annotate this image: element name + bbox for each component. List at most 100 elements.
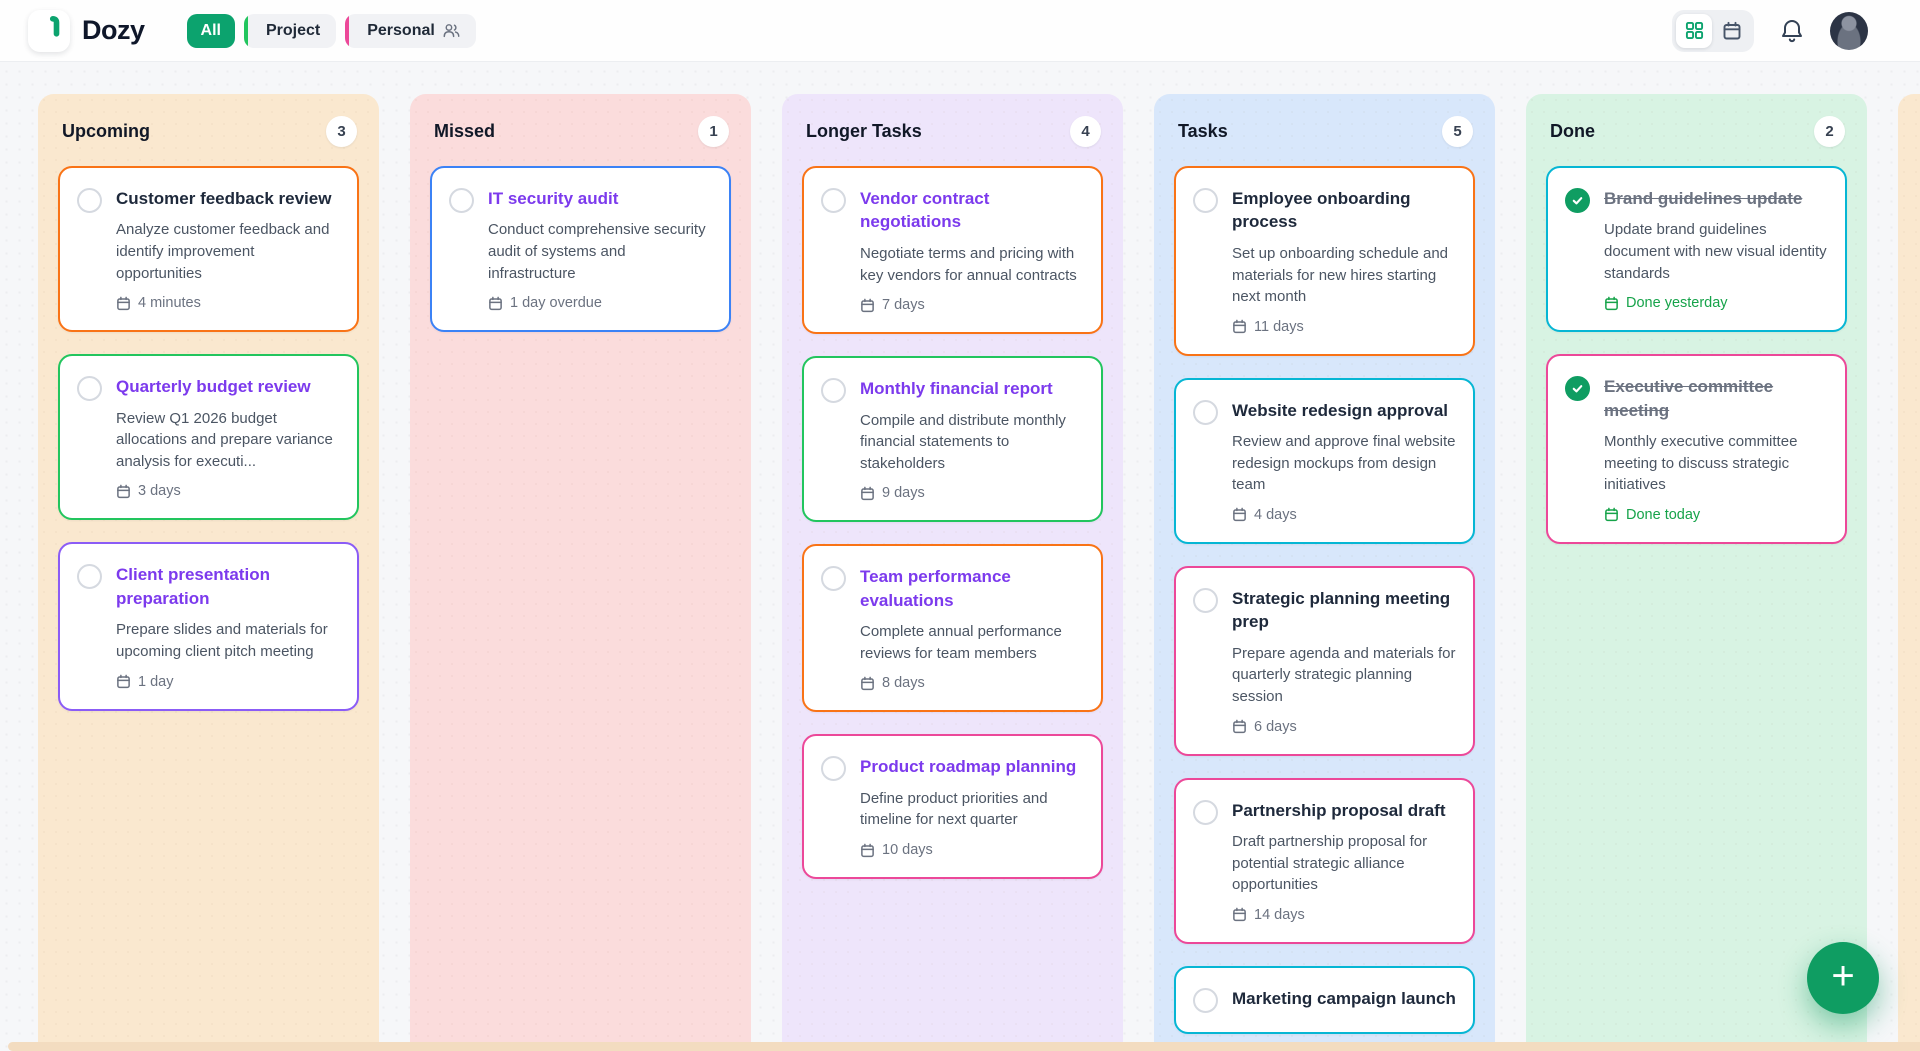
column-cards: IT security audit Conduct comprehensive … [430,166,731,333]
board-viewport: Upcoming 3 Customer feedback review Anal… [0,62,1920,1042]
task-title: Customer feedback review [116,189,332,208]
task-checkbox[interactable] [821,566,846,592]
task-card[interactable]: Brand guidelines update Update brand gui… [1546,166,1847,333]
column-header: Missed 1 [430,114,731,147]
column-count-badge: 4 [1070,116,1101,147]
personal-accent-bar [345,13,350,48]
task-card[interactable]: Strategic planning meeting prep Prepare … [1174,565,1475,756]
task-due-label: 1 day overdue [510,295,602,312]
column-title: Longer Tasks [806,121,922,141]
calendar-icon [1605,507,1618,522]
board-column-partial [1898,94,1920,1042]
tab-all[interactable]: All [186,13,235,48]
task-checkbox[interactable] [1193,188,1218,213]
task-due: 14 days [1232,907,1456,923]
task-card-body: Executive committee meeting Monthly exec… [1604,375,1828,523]
task-description: Negotiate terms and pricing with key ven… [860,244,1077,284]
horizontal-scrollbar[interactable] [8,1042,1920,1051]
task-card[interactable]: Product roadmap planning Define product … [802,734,1103,880]
task-due-label: 6 days [1254,718,1297,735]
task-checkbox[interactable] [77,376,102,402]
task-card-body: Monthly financial report Compile and dis… [860,377,1084,501]
task-checkbox[interactable] [821,756,846,782]
add-task-button[interactable]: + [1807,942,1879,1014]
task-card[interactable]: Executive committee meeting Monthly exec… [1546,354,1847,544]
task-due-label: 14 days [1254,906,1305,923]
task-card[interactable]: Employee onboarding process Set up onboa… [1174,166,1475,356]
task-card[interactable]: Customer feedback review Analyze custome… [58,166,359,333]
task-title: Brand guidelines update [1604,189,1803,208]
tab-project-label: Project [265,21,321,39]
task-card[interactable]: Client presentation preparation Prepare … [58,542,359,711]
task-due: 1 day [116,674,340,690]
task-due: 8 days [860,675,1084,691]
task-checkbox[interactable] [821,378,846,404]
task-due: 7 days [860,297,1084,313]
calendar-icon [861,676,874,690]
task-due-label: 7 days [882,297,925,314]
task-checkbox[interactable] [77,188,102,213]
task-due-label: 10 days [882,842,933,859]
task-checkbox[interactable] [1565,188,1590,213]
task-due-label: 4 minutes [138,295,201,312]
task-description: Prepare agenda and materials for quarter… [1232,644,1456,706]
task-due: 10 days [860,842,1084,858]
task-card[interactable]: Vendor contract negotiations Negotiate t… [802,166,1103,335]
task-due: Done yesterday [1604,295,1828,311]
task-due: 3 days [116,483,340,499]
task-card-body: Website redesign approval Review and app… [1232,399,1456,523]
check-icon [1572,197,1583,205]
column-count-badge: 5 [1442,116,1473,147]
task-title: Employee onboarding process [1232,189,1411,232]
calendar-icon [1233,507,1246,522]
task-card[interactable]: Marketing campaign launch [1174,965,1475,1034]
task-due-label: 4 days [1254,506,1297,523]
task-checkbox[interactable] [1193,399,1218,425]
calendar-icon [117,484,130,499]
task-title: Vendor contract negotiations [860,189,990,232]
calendar-view-button[interactable] [1714,14,1750,48]
notifications-button[interactable] [1780,18,1804,44]
task-due-label: Done today [1626,506,1701,523]
column-cards: Brand guidelines update Update brand gui… [1546,166,1847,544]
task-checkbox[interactable] [77,564,102,590]
grid-view-button[interactable] [1676,13,1712,48]
board-column: Upcoming 3 Customer feedback review Anal… [38,94,379,1042]
task-title: Strategic planning meeting prep [1232,588,1451,632]
filter-tabs: All Project Personal [186,13,476,48]
view-toggle [1672,9,1754,52]
task-title: IT security audit [488,189,619,208]
task-card[interactable]: Partnership proposal draft Draft partner… [1174,777,1475,944]
calendar-icon [117,674,130,689]
task-card[interactable]: IT security audit Conduct comprehensive … [430,166,731,333]
task-title: Quarterly budget review [116,377,311,397]
calendar-icon [489,296,502,310]
task-due-label: Done yesterday [1626,295,1728,312]
task-card-body: Team performance evaluations Complete an… [860,565,1084,691]
task-card-body: IT security audit Conduct comprehensive … [488,187,712,311]
calendar-icon [1233,907,1246,922]
project-accent-bar [243,13,248,48]
task-checkbox[interactable] [1565,376,1590,402]
task-checkbox[interactable] [821,188,846,213]
task-due: 9 days [860,485,1084,501]
task-description: Draft partnership proposal for potential… [1232,833,1428,894]
task-due: 6 days [1232,719,1456,735]
tab-project[interactable]: Project [243,13,337,48]
task-due: Done today [1604,507,1828,523]
task-description: Review Q1 2026 budget allocations and pr… [116,409,333,470]
task-card-body: Marketing campaign launch [1232,987,1456,1013]
user-avatar[interactable] [1830,11,1868,50]
task-card[interactable]: Monthly financial report Compile and dis… [802,356,1103,523]
task-checkbox[interactable] [1193,987,1218,1013]
task-checkbox[interactable] [1193,799,1218,825]
task-checkbox[interactable] [449,188,474,213]
task-card[interactable]: Team performance evaluations Complete an… [802,544,1103,713]
task-description: Prepare slides and materials for upcomin… [116,621,328,660]
task-card[interactable]: Quarterly budget review Review Q1 2026 b… [58,354,359,521]
app-logo-icon[interactable] [28,9,70,52]
task-card[interactable]: Website redesign approval Review and app… [1174,377,1475,544]
task-description: Compile and distribute monthly financial… [860,411,1066,472]
tab-personal[interactable]: Personal [345,13,476,48]
task-checkbox[interactable] [1193,587,1218,613]
